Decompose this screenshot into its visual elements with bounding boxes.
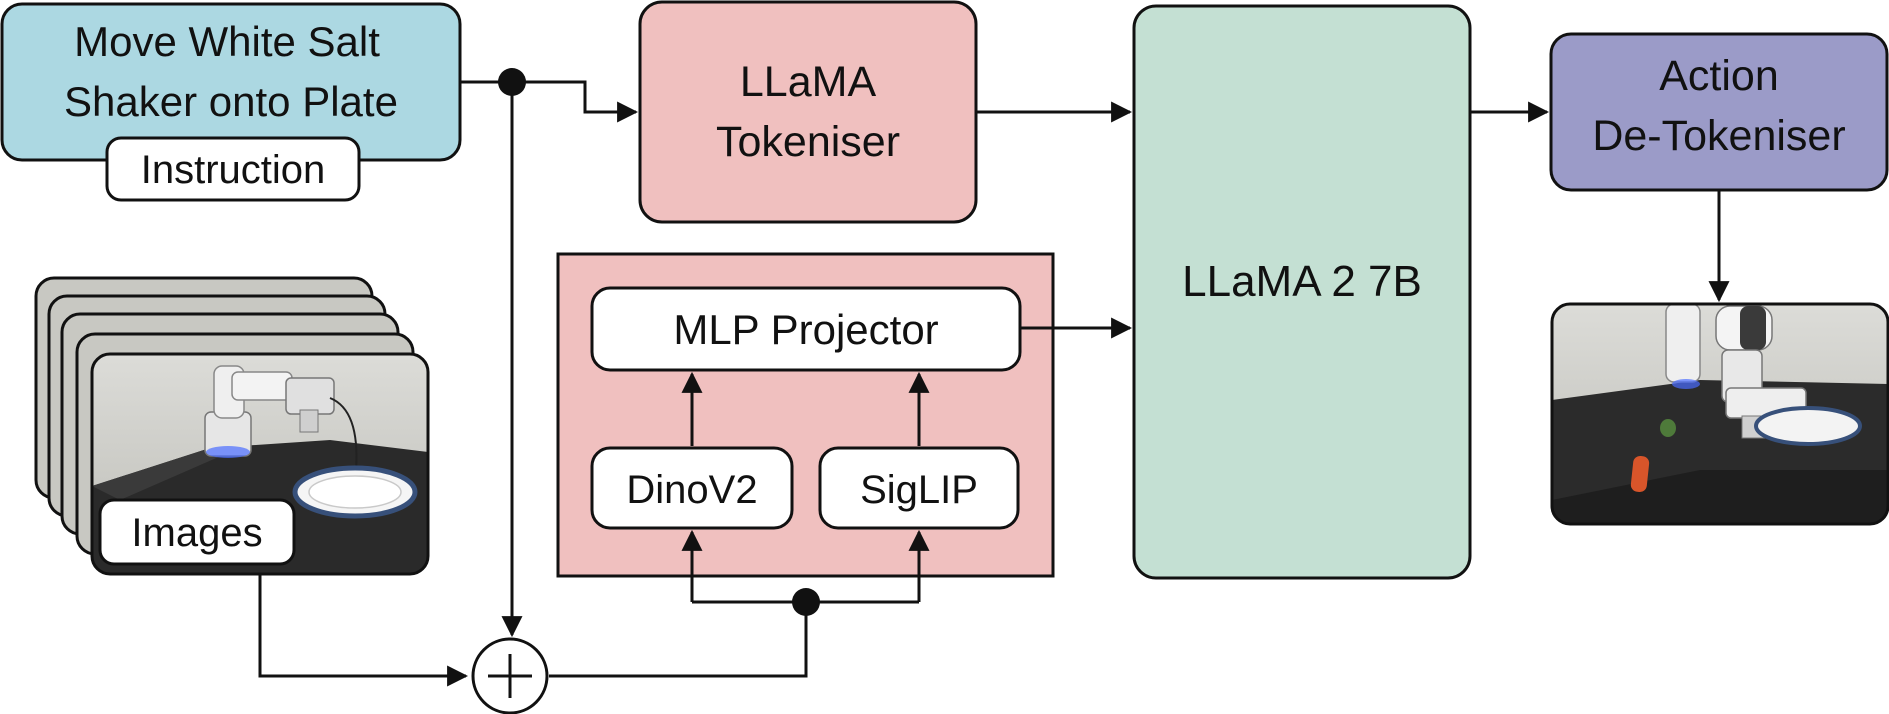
- output-robot-image: [1550, 302, 1889, 526]
- siglip-label: SigLIP: [860, 468, 978, 512]
- dinov2-box: DinoV2: [590, 446, 794, 530]
- instruction-text-line2: Shaker onto Plate: [64, 78, 398, 125]
- junction-dot-instruction: [498, 68, 526, 96]
- instruction-text-line1: Move White Salt: [74, 18, 380, 65]
- junction-dot-encoders: [792, 588, 820, 616]
- instruction-to-tokeniser-arrow: [460, 80, 639, 123]
- instruction-box: Move White Salt Shaker onto Plate: [0, 2, 462, 162]
- vision-encoder-panel: MLP Projector DinoV2 SigLIP: [556, 252, 1055, 578]
- dinov2-label: DinoV2: [626, 468, 757, 512]
- sum-to-encoders-line: [549, 602, 808, 678]
- llama2-7b-box: LLaMA 2 7B: [1132, 4, 1472, 580]
- action-detokeniser-box: Action De-Tokeniser: [1549, 32, 1889, 192]
- image-stack: Images: [34, 276, 430, 576]
- images-tag-label: Images: [131, 511, 262, 555]
- images-tag: Images: [98, 498, 296, 566]
- llama2-7b-label: LLaMA 2 7B: [1182, 257, 1422, 306]
- siglip-box: SigLIP: [818, 446, 1020, 530]
- mlp-projector-box: MLP Projector: [590, 286, 1022, 372]
- detokeniser-label-line1: Action: [1659, 52, 1779, 100]
- llama-tokeniser-box: LLaMA Tokeniser: [638, 0, 978, 224]
- instruction-tag: Instruction: [105, 136, 361, 202]
- tokeniser-label-line1: LLaMA: [740, 58, 877, 106]
- detokeniser-label-line2: De-Tokeniser: [1592, 112, 1845, 160]
- images-to-sum-arrow: [258, 575, 469, 687]
- tokeniser-label-line2: Tokeniser: [716, 118, 900, 166]
- sum-node: [471, 637, 549, 714]
- mlp-projector-label: MLP Projector: [673, 306, 938, 353]
- instruction-tag-label: Instruction: [141, 148, 326, 192]
- image-frame-front: [90, 352, 430, 576]
- output-image-frame: [1550, 302, 1889, 526]
